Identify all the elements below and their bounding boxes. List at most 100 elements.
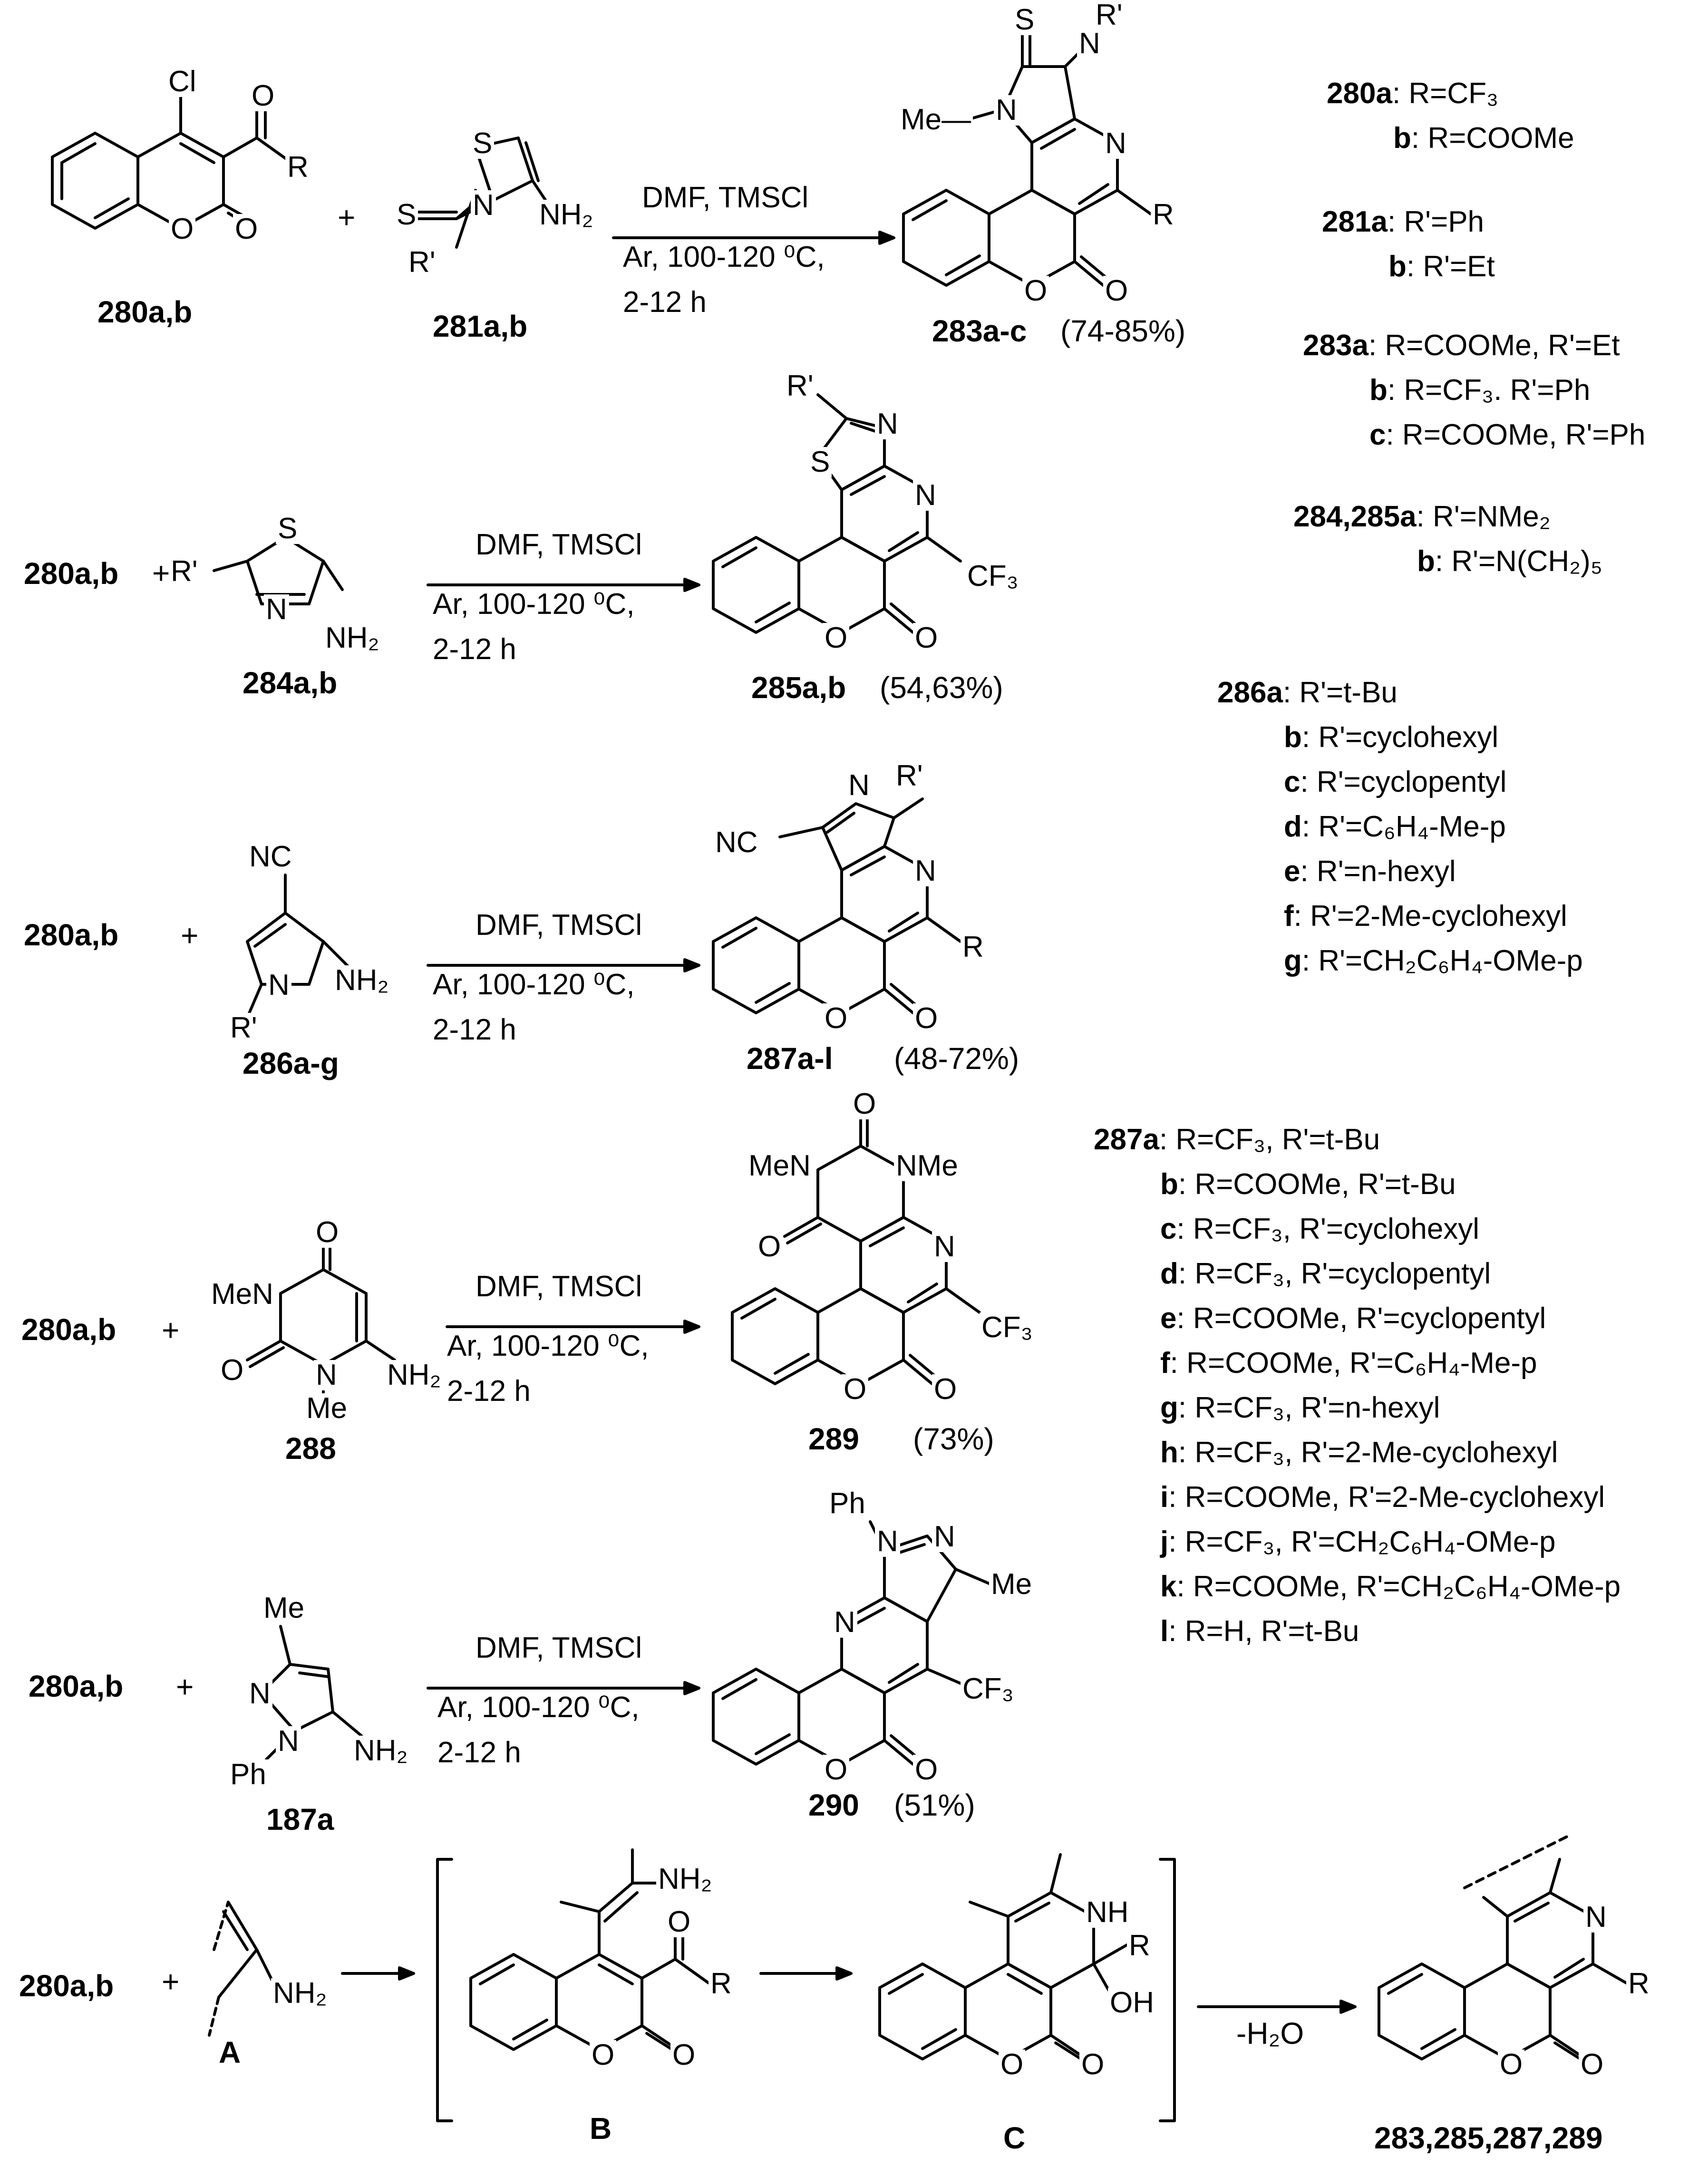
legend-row: d: R=CF₃, R'=cyclopentyl — [1094, 1252, 1621, 1296]
atom-nh2: NH₂ — [352, 1736, 410, 1766]
plus-sign: + — [162, 1964, 180, 1999]
dehydration-condition: -H₂O — [1236, 2016, 1304, 2050]
legend-text: : R'=N(CH₂)₅ — [1435, 545, 1602, 578]
legend-row: c: R=COOMe, R'=Ph — [1303, 413, 1645, 457]
plus-sign: + — [181, 918, 199, 952]
atom-n: N — [471, 190, 496, 221]
atom-r: R — [961, 932, 986, 962]
legend-key: c — [1160, 1213, 1177, 1245]
label-a: A — [219, 2035, 241, 2069]
label-281ab: 281a,b — [433, 309, 528, 343]
plus-sign: + — [338, 200, 356, 234]
atom-o: O — [666, 1907, 693, 1937]
atom-n: N — [913, 856, 938, 886]
label-280ab: 280a,b — [24, 556, 119, 591]
atom-r: R — [1127, 1931, 1152, 1961]
legend-text: : R=COOMe, R'=CH₂C₆H₄-OMe-p — [1176, 1570, 1621, 1603]
atom-nh2: NH₂ — [271, 1978, 329, 2009]
legend-row: b: R=CF₃. R'=Ph — [1303, 368, 1645, 413]
legend-row: 284,285a: R'=NMe₂ — [1293, 495, 1602, 539]
atom-ph: Ph — [827, 1488, 867, 1519]
atom-o: O — [823, 623, 850, 653]
label-187a: 187a — [266, 1802, 334, 1836]
label-289: 289 — [808, 1422, 859, 1456]
atom-o: O — [233, 214, 260, 244]
structure-B — [469, 1848, 710, 2053]
atom-nh2: NH₂ — [323, 623, 381, 653]
legend-row: e: R'=n-hexyl — [1217, 849, 1583, 894]
atom-cf3: CF₃ — [980, 1312, 1035, 1343]
atom-n: N — [314, 1360, 339, 1390]
legend-row: e: R=COOMe, R'=cyclopentyl — [1094, 1296, 1621, 1341]
legend-key: g — [1160, 1391, 1178, 1424]
legend-row: b: R'=Et — [1322, 244, 1495, 289]
atom-o: O — [314, 1217, 341, 1248]
legend-text: : R'=Ph — [1387, 205, 1485, 238]
conditions-line2: Ar, 100-120 ⁰C, — [623, 241, 825, 273]
atom-o: O — [1579, 2050, 1606, 2080]
atom-nh2: NH₂ — [333, 965, 391, 996]
atom-rprime: R' — [169, 556, 200, 587]
legend-key: b — [1388, 250, 1407, 283]
atom-o: O — [932, 1374, 959, 1405]
legend-key: b — [1417, 545, 1435, 578]
yield-289: (73%) — [913, 1422, 994, 1456]
atom-r: R — [285, 152, 311, 183]
atom-nc: NC — [247, 842, 294, 872]
label-c: C — [1003, 2121, 1026, 2155]
conditions-line2: Ar, 100-120 ⁰C, — [437, 1691, 640, 1724]
legend-row: i: R=COOMe, R'=2-Me-cyclohexyl — [1094, 1475, 1621, 1520]
label-287al: 287a-l — [747, 1041, 833, 1076]
atom-s: S — [276, 514, 300, 544]
atom-n: N — [1103, 128, 1128, 159]
legend-row: c: R'=cyclopentyl — [1217, 760, 1583, 805]
structure-289 — [731, 1111, 981, 1385]
legend-row: 286a: R'=t-Bu — [1217, 670, 1583, 715]
legend-row: b: R'=N(CH₂)₅ — [1293, 539, 1602, 584]
label-280ab: 280a,b — [24, 918, 119, 952]
atom-o: O — [999, 2050, 1026, 2080]
legend-text: : R=CF₃, R'=n-hexyl — [1178, 1391, 1440, 1424]
atom-o: O — [756, 1232, 783, 1262]
conditions-line1: DMF, TMSCl — [476, 909, 642, 942]
legend-key: 283a — [1303, 329, 1368, 362]
atom-nh: NH — [1084, 1897, 1131, 1928]
legend-text: : R=COOMe, R'=cyclopentyl — [1176, 1302, 1546, 1335]
legend-key: e — [1284, 855, 1300, 888]
atom-rprime: R' — [1094, 0, 1125, 30]
structure-280-row1 — [51, 94, 291, 232]
atom-men: MeN — [747, 1151, 813, 1181]
label-product-series: 283,285,287,289 — [1374, 2121, 1603, 2155]
atom-nh2: NH₂ — [537, 200, 595, 230]
atom-n: N — [875, 409, 900, 439]
legend-row: b: R'=cyclohexyl — [1217, 715, 1583, 760]
atom-n: N — [846, 770, 872, 801]
structure-A — [208, 1901, 277, 2037]
atom-o: O — [913, 623, 940, 653]
legend-text: : R=COOMe, R'=2-Me-cyclohexyl — [1168, 1481, 1605, 1514]
atom-me: Me — [989, 1569, 1034, 1600]
atom-n: N — [247, 1679, 272, 1709]
atom-ph: Ph — [228, 1759, 268, 1790]
legend-key: k — [1160, 1570, 1177, 1603]
label-280ab: 280a,b — [97, 295, 193, 329]
legend-row: c: R=CF₃, R'=cyclohexyl — [1094, 1207, 1621, 1252]
legend-text: : R'=CH₂C₆H₄-OMe-p — [1301, 944, 1583, 977]
legend-text: : R'=NMe₂ — [1416, 500, 1551, 533]
legend-text: : R=CF₃ — [1392, 77, 1499, 110]
atom-rprime: R' — [407, 247, 437, 278]
label-280ab: 280a,b — [29, 1669, 124, 1703]
legend-text: : R'=t-Bu — [1282, 676, 1397, 709]
conditions-line2: Ar, 100-120 ⁰C, — [433, 588, 635, 621]
atom-n: N — [832, 1607, 857, 1638]
legend-row: 287a: R=CF₃, R'=t-Bu — [1094, 1117, 1621, 1162]
legend-key: g — [1284, 944, 1302, 977]
legend-row: g: R'=CH₂C₆H₄-OMe-p — [1217, 939, 1583, 983]
atom-n: N — [994, 95, 1019, 126]
atom-cf3: CF₃ — [961, 1674, 1016, 1704]
structure-290 — [712, 1520, 990, 1766]
